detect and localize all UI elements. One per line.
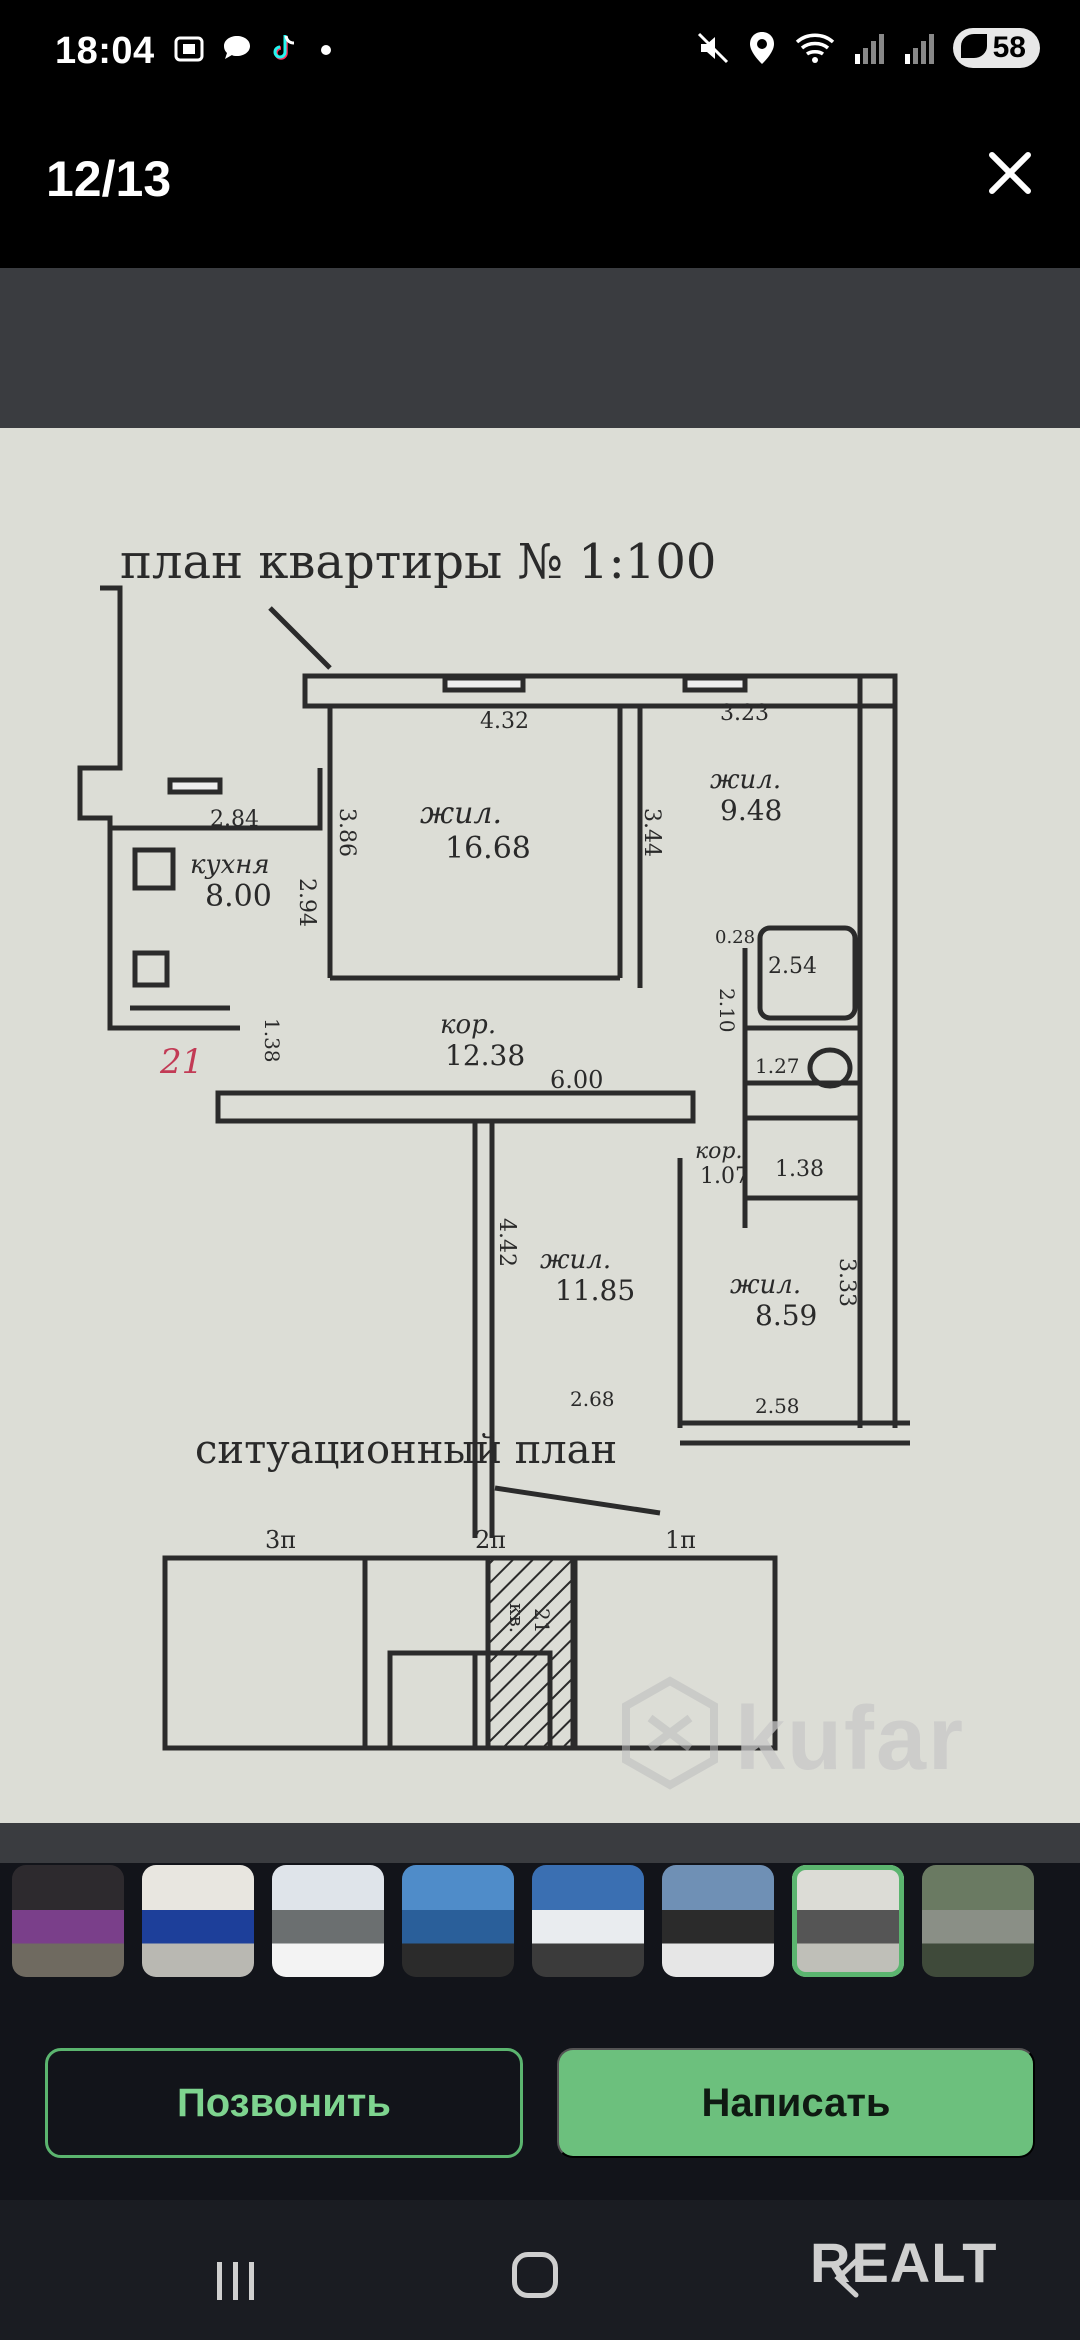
room-area: 12.38	[445, 1039, 525, 1072]
thumbnail-strip	[12, 1865, 1080, 1977]
kufar-watermark: kufar	[735, 1689, 966, 1789]
dimension: 6.00	[550, 1066, 603, 1094]
dimension: 3.33	[834, 1258, 859, 1307]
gallery-header: 12/13	[0, 88, 1080, 268]
room-area: 11.85	[555, 1274, 635, 1307]
dimension: 2.94	[294, 878, 319, 927]
close-icon[interactable]	[980, 143, 1040, 203]
gallery-thumbnail[interactable]	[662, 1865, 774, 1977]
status-time: 18:04	[55, 30, 155, 72]
battery-icon: 58	[952, 28, 1040, 68]
situational-plan-title: ситуационный план	[195, 1427, 617, 1473]
signal-icon	[854, 34, 884, 64]
site-label: 3п	[265, 1526, 296, 1554]
back-icon[interactable]	[826, 2255, 872, 2301]
wifi-icon	[795, 33, 834, 63]
plan-title: план квартиры № 1:100	[120, 534, 716, 590]
gallery-thumbnail[interactable]	[12, 1865, 124, 1977]
dimension: 2.84	[210, 807, 259, 832]
floor-plan-drawing: план квартиры № 1:100 кухня 8.00 жил. 16…	[0, 428, 1080, 1823]
room-area: 9.48	[720, 794, 782, 827]
dimension: 3.23	[720, 701, 769, 726]
dimension: 1.38	[260, 1018, 284, 1063]
room-area: 16.68	[445, 831, 531, 866]
dot-icon	[321, 45, 331, 55]
room-area: 8.59	[755, 1299, 817, 1332]
gallery-thumbnail[interactable]	[272, 1865, 384, 1977]
mute-icon	[697, 32, 728, 64]
gallery-thumbnail[interactable]	[402, 1865, 514, 1977]
floor-plan-photo[interactable]: план квартиры № 1:100 кухня 8.00 жил. 16…	[0, 428, 1080, 1823]
dimension: 3.86	[334, 808, 359, 857]
dimension: 3.44	[639, 808, 664, 857]
room-area: 8.00	[205, 879, 272, 914]
status-right-icons: 58	[695, 28, 1040, 68]
room-name: жил.	[540, 1245, 611, 1275]
dimension: 4.42	[494, 1218, 519, 1267]
screenshot-icon	[174, 36, 204, 62]
eco-leaf-icon	[960, 34, 987, 58]
home-icon[interactable]	[512, 2252, 558, 2298]
site-label: 21	[530, 1608, 554, 1633]
status-bar: 18:04 58	[0, 0, 1080, 88]
system-nav-bar: REALT	[0, 2200, 1080, 2340]
room-name: жил.	[710, 765, 781, 795]
dimension: 2.58	[755, 1394, 800, 1418]
kufar-logo-icon	[622, 1676, 718, 1790]
write-button[interactable]: Написать	[557, 2048, 1035, 2158]
tiktok-icon	[273, 35, 295, 60]
gallery-thumbnail[interactable]	[922, 1865, 1034, 1977]
dimension: 2.68	[570, 1387, 615, 1411]
site-label: 2п	[475, 1526, 506, 1554]
dimension: 0.28	[715, 927, 755, 948]
site-label: кв.	[505, 1603, 529, 1633]
photo-viewer[interactable]: план квартиры № 1:100 кухня 8.00 жил. 16…	[0, 268, 1080, 1863]
action-bar: Позвонить Написать	[0, 1978, 1080, 2200]
unit-number-mark: 21	[159, 1042, 203, 1082]
dimension: 1.27	[755, 1054, 800, 1078]
site-label: 1п	[665, 1526, 696, 1554]
dimension: 1.38	[775, 1157, 824, 1182]
room-name: жил.	[730, 1270, 801, 1300]
photo-counter: 12/13	[46, 151, 172, 207]
room-name: кор.	[695, 1139, 742, 1164]
status-left-icons	[172, 32, 336, 66]
room-name: кор.	[440, 1010, 496, 1040]
room-area: 1.07	[700, 1164, 749, 1189]
gallery-thumbnail[interactable]	[792, 1865, 904, 1977]
dimension: 2.10	[715, 988, 739, 1033]
recents-icon[interactable]	[213, 2258, 259, 2304]
room-name: кухня	[190, 850, 270, 880]
gallery-thumbnail[interactable]	[532, 1865, 644, 1977]
dimension: 4.32	[480, 709, 529, 734]
gallery-thumbnail[interactable]	[142, 1865, 254, 1977]
room-name: жил.	[420, 796, 502, 831]
signal-icon	[904, 34, 934, 64]
realt-watermark: REALT	[810, 2231, 998, 2294]
chat-bubble-icon	[224, 36, 250, 59]
location-icon	[749, 32, 774, 64]
battery-level: 58	[992, 31, 1026, 64]
call-button[interactable]: Позвонить	[45, 2048, 523, 2158]
dimension: 2.54	[768, 954, 817, 979]
